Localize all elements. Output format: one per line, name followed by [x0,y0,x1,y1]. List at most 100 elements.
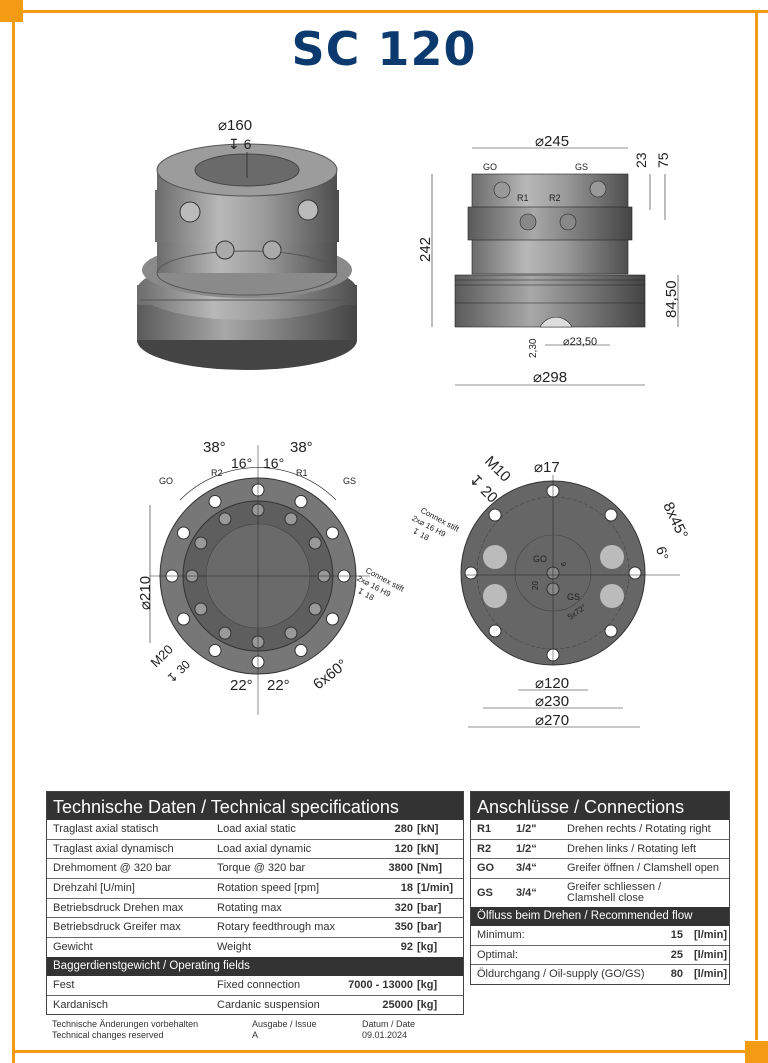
unit: [l/min] [694,968,727,981]
port: R1 [477,823,492,835]
dim-84-50: 84,50 [663,280,680,318]
label: Minimum: [477,929,525,942]
table-row: Betriebsdruck Greifer max Rotary feedthro… [47,918,463,939]
label: Optimal: [477,948,518,961]
bolt-hole [308,602,322,616]
table-row: Drehmoment @ 320 bar Torque @ 320 bar 3800… [47,859,463,880]
value: 80 [670,968,683,981]
dim-2-30: 2,30 [528,338,539,358]
dim-75: 75 [655,152,671,168]
unit: [1/min] [417,882,454,895]
value: 350 [394,921,413,934]
bolt-hole [294,643,308,657]
unit: [l/min] [694,929,727,942]
label-r1: R1 [517,193,529,203]
value: 3800 [388,862,413,875]
frame-top-line [12,10,768,13]
table-row: Drehzahl [U/min] Rotation speed [rpm] 18 [1… [47,879,463,899]
size: 3/4“ [516,862,537,875]
technical-drawings: ⌀160 ↧ 6 ⌀245 GO GS R1 R2 23 75 242 84,5… [137,117,691,729]
dim-242: 242 [417,237,434,262]
label-gs: GS [567,592,580,602]
bolt-hole [325,612,339,626]
value: 280 [394,823,413,835]
frame-bottom-line [12,1050,752,1053]
label-de: Betriebsdruck Drehen max [53,901,184,914]
unit: [bar] [417,901,442,914]
label-de: Drehmoment @ 320 bar [53,862,172,875]
label-de: Drehzahl [U/min] [53,882,135,895]
label-en: Fixed connection [217,978,301,991]
dim-dia-17: ⌀17 [534,459,560,476]
label-r1: R1 [296,468,308,478]
value: 320 [394,901,413,914]
bolt-hole [194,536,208,550]
dim-dia-245: ⌀245 [535,133,569,150]
description: Drehen links / Rotating left [567,842,697,855]
label-en: Rotary feedthrough max [217,921,336,934]
dim-dia-298: ⌀298 [533,369,567,386]
connections-table: Anschlüsse / Connections R1 1/2" Drehen re… [470,791,730,986]
frame-right-line [755,10,758,1040]
flow-header: Ölfluss beim Drehen / Recommended flow [471,907,729,927]
angle-38-right: 38° [290,439,313,456]
label-en: Load axial static [217,823,296,835]
bolt-hole [604,624,618,638]
dim-dia-120: ⌀120 [535,675,569,692]
size: 3/4“ [516,887,537,900]
top-view: 38° 38° 16° 16° GO R2 R1 GS ⌀210 Connex … [137,439,406,715]
label-en: Rotation speed [rpm] [217,882,320,895]
label-r2: R2 [211,468,223,478]
unit: [kg] [417,998,438,1011]
bolt-hole [488,508,502,522]
label-en: Load axial dynamic [217,842,312,855]
label-en: Cardanic suspension [217,998,320,1011]
operating-fields-header: Baggerdienstgewicht / Operating fields [47,956,463,976]
dim-depth-6: ↧ 6 [228,136,252,152]
bolt-hole [464,566,478,580]
page-title: SC 120 [291,22,477,76]
size: 1/2“ [516,842,537,855]
dim-dia-270: ⌀270 [535,712,569,729]
connections-header: Anschlüsse / Connections [471,792,729,820]
label-gs: GS [343,476,356,486]
dim-20: 20 [531,581,540,590]
angle-22-right: 22° [267,677,290,694]
label-en: Torque @ 320 bar [217,862,306,875]
value: 25000 [382,998,413,1011]
dim-dia-210: ⌀210 [137,576,154,610]
flow-row: Optimal:25[l/min] [471,946,729,966]
label-de: Betriebsdruck Greifer max [53,921,181,934]
bolt-hole [628,566,642,580]
label-go: GO [483,162,497,172]
bolt-hole [208,643,222,657]
unit: [l/min] [694,948,727,961]
size: 1/2" [516,823,537,835]
value: 18 [400,882,413,895]
angle-8x45: 8x45° [659,500,691,542]
specs-header: Technische Daten / Technical specificati… [47,792,463,820]
date-value: 09.01.2024 [362,1030,408,1040]
description-line2: Clamshell close [567,892,645,905]
unit: [kN] [417,823,439,835]
note-en: Technical changes reserved [52,1030,164,1040]
angle-22-left: 22° [230,677,253,694]
description: Drehen rechts / Rotating right [567,823,711,835]
value: 7000 - 13000 [348,978,413,991]
value: 92 [400,941,413,954]
flow-row: Minimum:15[l/min] [471,926,729,946]
bolt-hole [218,626,232,640]
label-de: Fest [53,978,75,991]
label-gs: GS [575,162,588,172]
thread-depth-30: ↧ 30 [164,657,193,686]
label: Öldurchgang / Oil-supply (GO/GS) [477,968,645,981]
bolt-hole [218,512,232,526]
isometric-view: ⌀160 ↧ 6 [137,117,357,370]
